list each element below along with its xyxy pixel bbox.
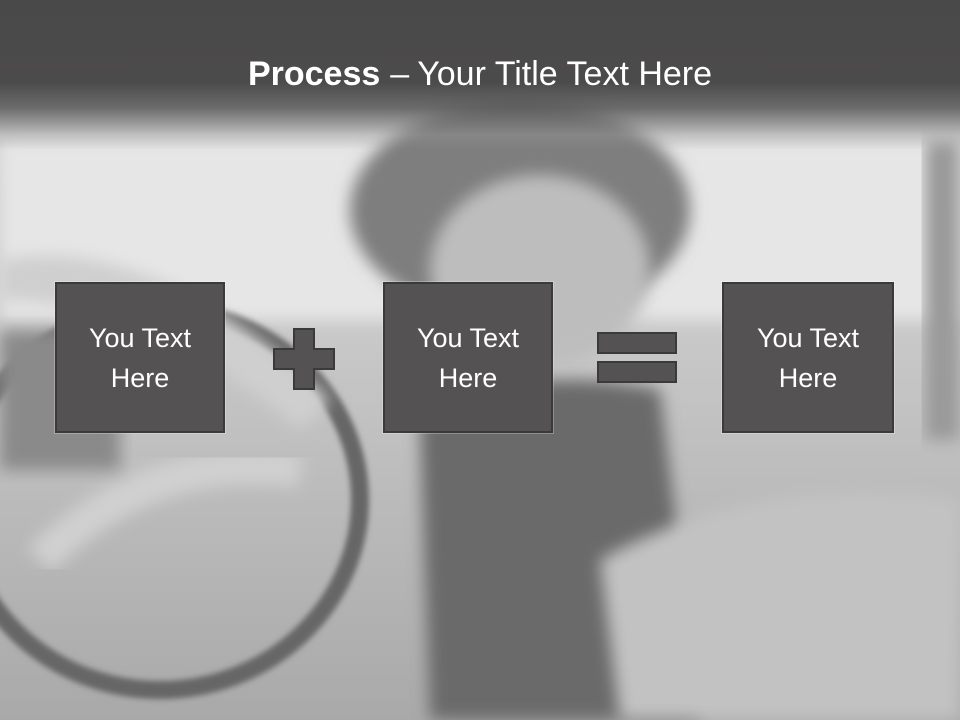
title-separator: –: [390, 55, 410, 93]
process-box-3-text: You Text Here: [756, 322, 860, 393]
equals-icon: [597, 332, 677, 383]
process-box-3[interactable]: You Text Here: [722, 282, 894, 433]
process-box-2-text: You Text Here: [416, 322, 520, 393]
process-box-1-text: You Text Here: [88, 322, 192, 393]
process-box-1[interactable]: You Text Here: [55, 282, 225, 433]
title-rest: Your Title Text Here: [417, 55, 713, 93]
title-bold: Process: [247, 55, 381, 93]
process-box-2[interactable]: You Text Here: [383, 282, 553, 433]
title-band: [0, 0, 960, 150]
plus-icon: [273, 328, 335, 390]
slide-title: Process–Your Title Text Here: [0, 52, 960, 96]
